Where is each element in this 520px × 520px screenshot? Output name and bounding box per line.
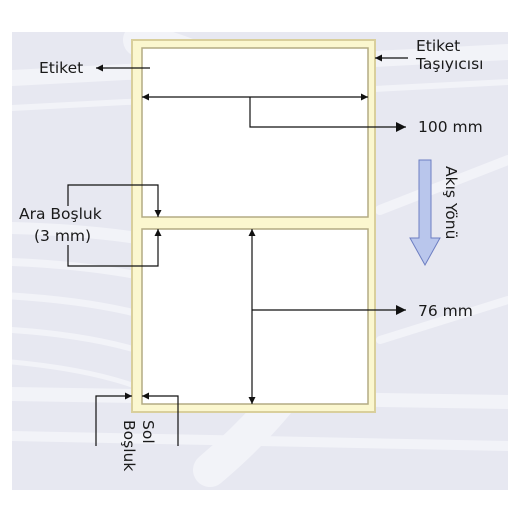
width-leader [249,97,406,132]
label-bottom [141,228,369,405]
gap-arrow-top [67,184,162,217]
gap-arrow-bottom [67,229,162,267]
carrier-text-line1: Etiket [416,37,460,55]
left-margin-text-line2: Boşluk [120,420,138,471]
height-value: 76 mm [418,302,473,320]
label-text: Etiket [39,59,83,77]
left-margin-text-line1: Sol [139,420,157,444]
left-margin-arrow-inner [142,392,179,446]
carrier-text-line2: Taşıyıcısı [415,55,483,73]
down-arrow-icon [409,159,441,267]
gap-text-line2: (3 mm) [34,227,91,245]
width-value: 100 mm [418,118,483,136]
left-margin-arrow-outer [95,392,132,446]
flow-direction-text: Akış Yönü [442,166,460,239]
label-top [141,47,369,218]
gap-text-line1: Ara Boşluk [19,205,102,223]
